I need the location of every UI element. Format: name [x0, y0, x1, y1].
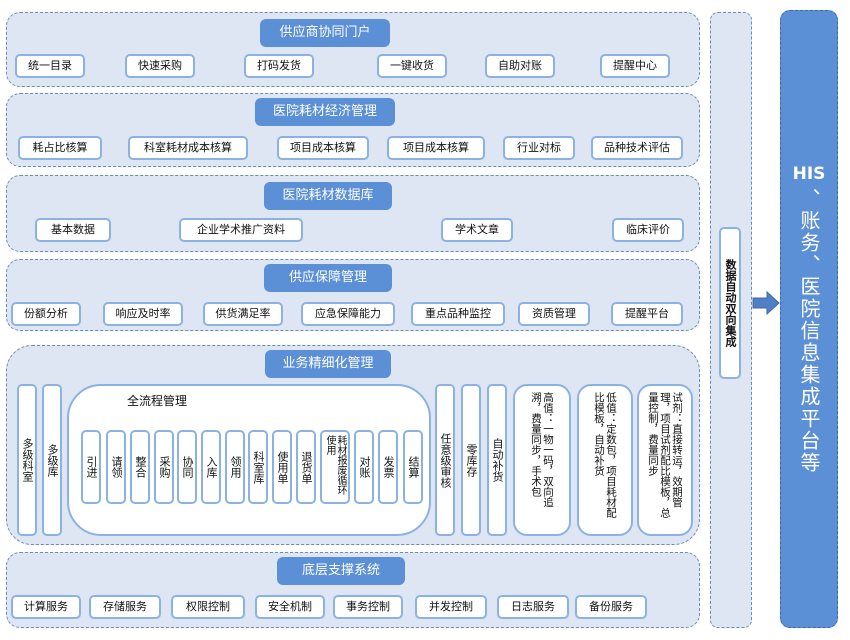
label: 入库 — [205, 456, 218, 478]
module-item[interactable]: 品种技术评估 — [591, 136, 683, 160]
module-item[interactable]: 权限控制 — [171, 595, 245, 619]
process-step[interactable]: 发票 — [378, 430, 398, 504]
label: 整合 — [134, 456, 147, 478]
label: 引进 — [85, 456, 98, 478]
hospital-systems-column: HIS 、账务、医院信息集成平台等 — [780, 10, 838, 628]
multi-level-warehouse[interactable]: 多级库 — [42, 384, 62, 536]
module-item[interactable]: 基本数据 — [35, 218, 111, 242]
module-item[interactable]: 应急保障能力 — [301, 302, 395, 326]
process-step[interactable]: 对账 — [354, 430, 374, 504]
module-item[interactable]: 存储服务 — [89, 595, 161, 619]
label: 多级库 — [46, 443, 59, 477]
process-step[interactable]: 结算 — [403, 430, 423, 504]
layer-title: 医院耗材经济管理 — [255, 98, 395, 126]
module-item[interactable]: 份额分析 — [11, 302, 81, 326]
module-item[interactable]: 提醒平台 — [611, 302, 683, 326]
category-reagent[interactable]: 试剂：直接转运，效期管理，项目试剂配比模板，总量控制，费量同步 — [637, 384, 693, 536]
module-item[interactable]: 计算服务 — [11, 595, 81, 619]
label: 发票 — [382, 456, 395, 478]
module-item[interactable]: 供货满足率 — [203, 302, 283, 326]
layer-infrastructure: 底层支撑系统 计算服务 存储服务 权限控制 安全机制 事务控制 并发控制 日志服… — [6, 552, 700, 628]
module-item[interactable]: 重点品种监控 — [411, 302, 505, 326]
module-item[interactable]: 提醒中心 — [600, 54, 670, 78]
label: 采购 — [158, 456, 171, 478]
label: 多级科室 — [21, 438, 34, 482]
layer-supplier-portal: 供应商协同门户 统一目录 快速采购 打码发货 一键收货 自助对账 提醒中心 — [6, 12, 700, 87]
label: 退货单 — [300, 450, 313, 484]
category-low-value[interactable]: 低值：定数包，项目耗材配比模板，自动补货 — [577, 384, 633, 536]
zero-inventory[interactable]: 零库存 — [461, 384, 481, 536]
right-arrow-icon — [752, 290, 780, 316]
process-step[interactable]: 采购 — [154, 430, 174, 504]
module-item[interactable]: 项目成本核算 — [387, 136, 485, 160]
process-step[interactable]: 整合 — [130, 430, 150, 504]
label: 协同 — [181, 456, 194, 478]
layer-business-refined: 业务精细化管理 多级科室 多级库 全流程管理 引进 请领 整合 采购 协同 入库… — [6, 345, 700, 545]
layer-database: 医院耗材数据库 基本数据 企业学术推广资料 学术文章 临床评价 — [6, 175, 700, 252]
layer-title: 医院耗材数据库 — [264, 182, 392, 210]
label: 数据自动双向集成 — [724, 259, 737, 347]
layer-title: 底层支撑系统 — [277, 557, 405, 585]
target-systems-label: 、账务、医院信息集成平台等 — [797, 188, 821, 474]
module-item[interactable]: 自助对账 — [485, 54, 555, 78]
label: 对账 — [358, 456, 371, 478]
process-step[interactable]: 耗材报废循环使用 — [320, 430, 350, 504]
layer-title: 供应商协同门户 — [260, 19, 390, 47]
label: 零库存 — [465, 443, 478, 477]
module-item[interactable]: 学术文章 — [441, 218, 513, 242]
module-item[interactable]: 快速采购 — [125, 54, 195, 78]
module-item[interactable]: 备份服务 — [575, 595, 647, 619]
module-item[interactable]: 并发控制 — [415, 595, 487, 619]
process-step[interactable]: 领用 — [225, 430, 245, 504]
layer-title: 业务精细化管理 — [265, 350, 391, 378]
process-step[interactable]: 退货单 — [296, 430, 316, 504]
label: 结算 — [407, 456, 420, 478]
multi-level-department[interactable]: 多级科室 — [17, 384, 37, 536]
module-item[interactable]: 耗占比核算 — [18, 136, 102, 160]
process-step[interactable]: 使用单 — [272, 430, 292, 504]
module-item[interactable]: 日志服务 — [497, 595, 569, 619]
label: 自动补货 — [491, 438, 504, 482]
process-step[interactable]: 科室库 — [248, 430, 268, 504]
module-item[interactable]: 科室耗材成本核算 — [128, 136, 248, 160]
process-step[interactable]: 入库 — [201, 430, 221, 504]
module-item[interactable]: 统一目录 — [15, 54, 85, 78]
layer-supply-assurance: 供应保障管理 份额分析 响应及时率 供货满足率 应急保障能力 重点品种监控 资质… — [6, 259, 700, 331]
module-item[interactable]: 项目成本核算 — [277, 136, 369, 160]
process-step[interactable]: 协同 — [177, 430, 197, 504]
full-process-title: 全流程管理 — [127, 394, 188, 408]
module-item[interactable]: 行业对标 — [503, 136, 575, 160]
module-item[interactable]: 响应及时率 — [103, 302, 183, 326]
data-integration-box[interactable]: 数据自动双向集成 — [719, 227, 741, 379]
module-item[interactable]: 安全机制 — [255, 595, 325, 619]
label: 低值：定数包，项目耗材配比模板，自动补货 — [593, 392, 617, 518]
module-item[interactable]: 一键收货 — [377, 54, 447, 78]
label: 耗材报废循环使用 — [324, 435, 346, 495]
label: 使用单 — [276, 450, 289, 484]
layer-economic-management: 医院耗材经济管理 耗占比核算 科室耗材成本核算 项目成本核算 项目成本核算 行业… — [6, 93, 700, 167]
layer-title: 供应保障管理 — [264, 264, 392, 292]
module-item[interactable]: 企业学术推广资料 — [179, 218, 303, 242]
integration-column: 数据自动双向集成 — [710, 12, 752, 628]
label: 请领 — [110, 456, 123, 478]
label: 任意级审核 — [439, 432, 452, 488]
his-label: HIS — [792, 164, 826, 184]
label: 领用 — [229, 456, 242, 478]
module-item[interactable]: 打码发货 — [244, 54, 314, 78]
full-process-frame: 全流程管理 引进 请领 整合 采购 协同 入库 领用 科室库 使用单 退货单 耗… — [67, 384, 431, 536]
label: 试剂：直接转运，效期管理，项目试剂配比模板，总量控制，费量同步 — [647, 392, 683, 518]
module-item[interactable]: 临床评价 — [612, 218, 684, 242]
process-step[interactable]: 请领 — [106, 430, 126, 504]
label: 高值：一物一码，双向追溯，费量同步，手术包 — [530, 392, 554, 508]
any-level-audit[interactable]: 任意级审核 — [435, 384, 455, 536]
module-item[interactable]: 事务控制 — [333, 595, 403, 619]
module-item[interactable]: 资质管理 — [518, 302, 590, 326]
auto-replenish[interactable]: 自动补货 — [487, 384, 507, 536]
label: 科室库 — [252, 450, 265, 484]
process-step[interactable]: 引进 — [81, 430, 101, 504]
category-high-value[interactable]: 高值：一物一码，双向追溯，费量同步，手术包 — [513, 384, 571, 536]
